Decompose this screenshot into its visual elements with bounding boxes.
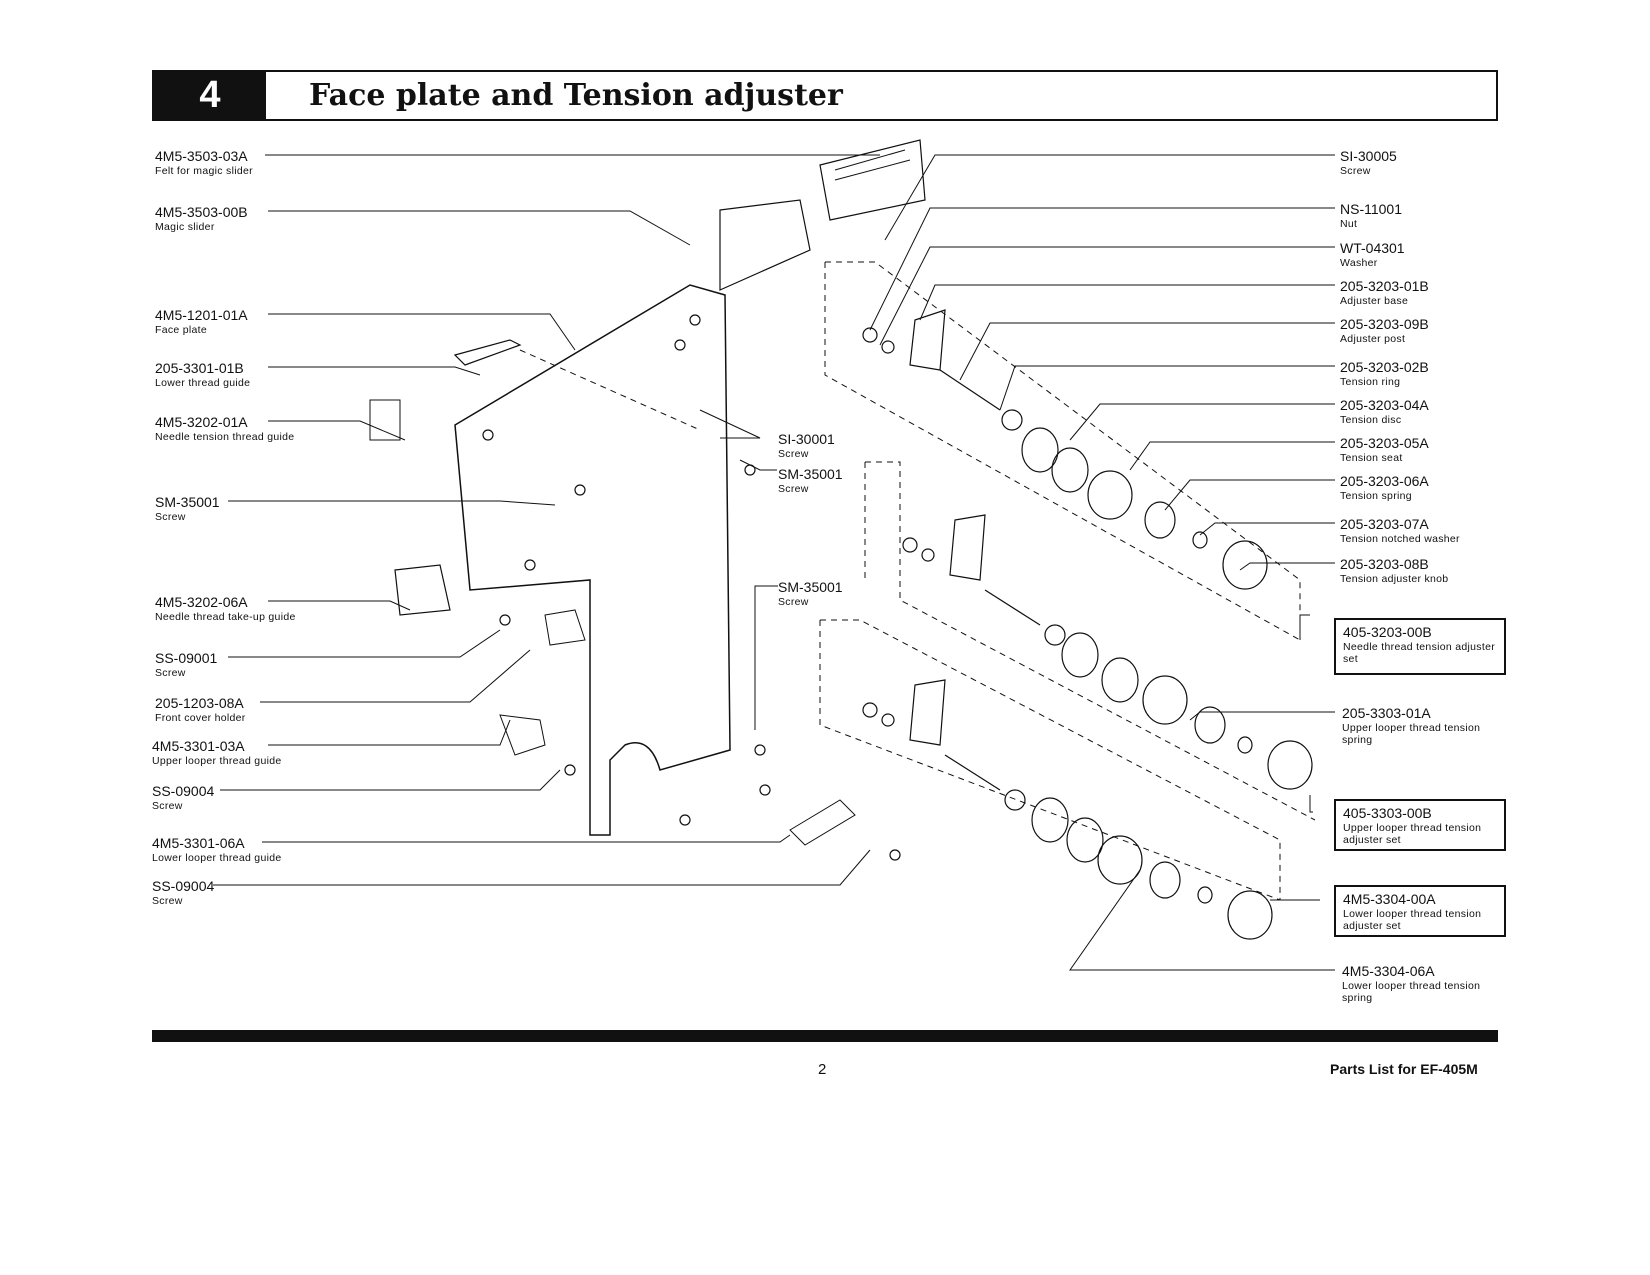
footer-rule [152, 1030, 1498, 1042]
section-header: 4 Face plate and Tension adjuster [152, 70, 1498, 121]
section-number: 4 [154, 72, 266, 119]
page-number: 2 [818, 1061, 827, 1078]
parts-list-title: Parts List for EF-405M [1330, 1061, 1478, 1077]
page-title: Face plate and Tension adjuster [309, 78, 843, 113]
